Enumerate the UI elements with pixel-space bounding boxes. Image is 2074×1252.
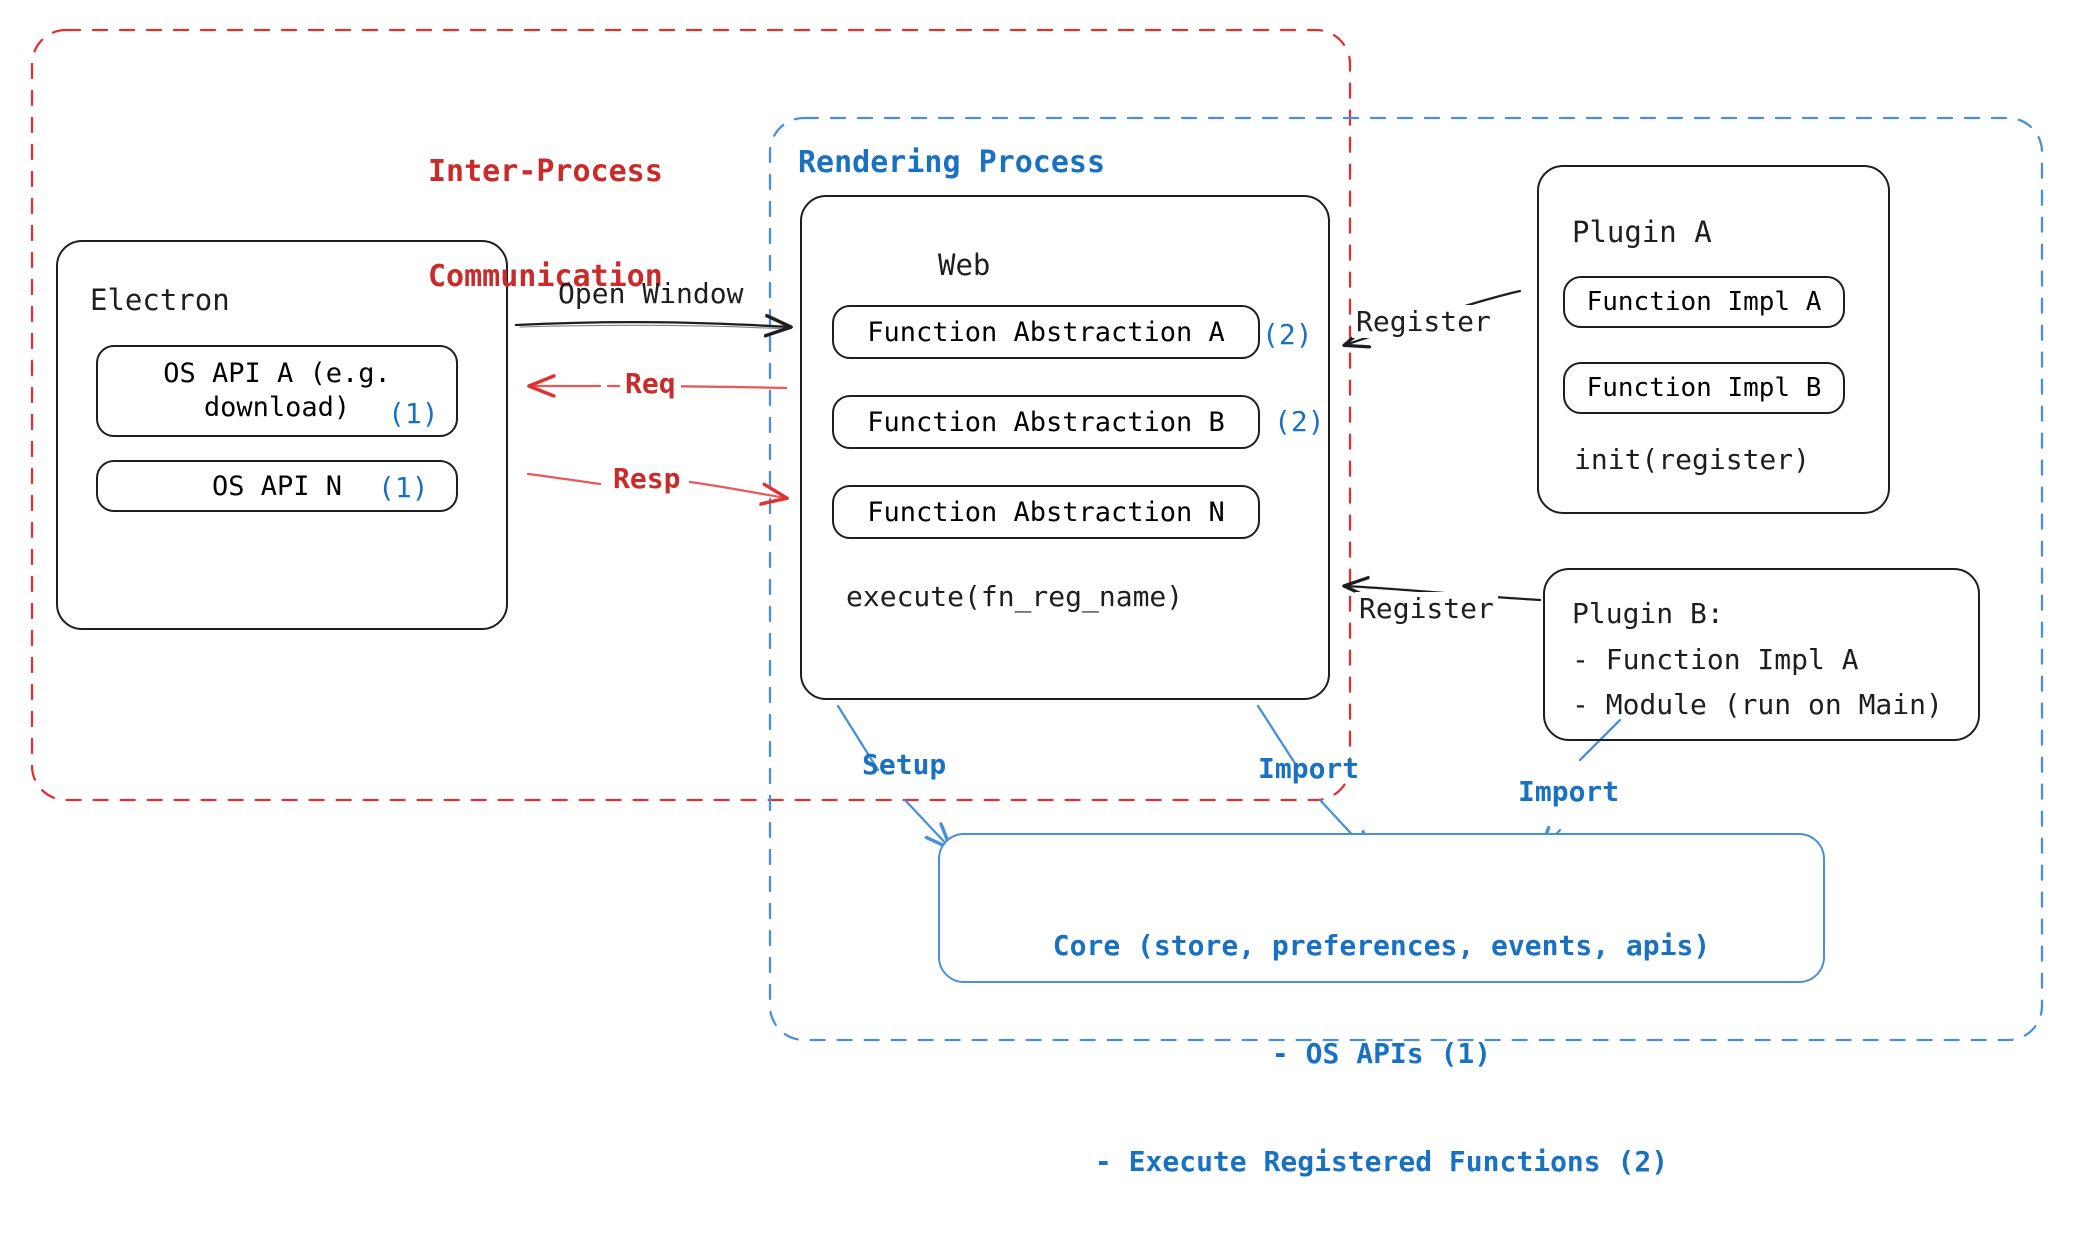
function-abstraction-a-label: Function Abstraction A [867,316,1225,348]
web-item-function-abstraction-b: Function Abstraction B [832,395,1260,449]
arrow-label-setup: Setup [862,748,947,781]
core-line-2: - OS APIs (1) [1271,1037,1492,1070]
os-api-a-line2: download) [203,392,351,423]
function-abstraction-n-label: Function Abstraction N [867,496,1225,528]
core-line-3: - Execute Registered Functions (2) [1094,1145,1669,1178]
function-impl-a-label: Function Impl A [1586,287,1822,317]
electron-title: Electron [90,283,230,317]
web-title: Web [938,248,991,282]
web-item-function-abstraction-a: Function Abstraction A [832,305,1260,359]
arrow-label-req: Req [620,367,681,400]
arrow-setup [836,704,950,848]
region-label-rendering-process: Rendering Process [798,145,1106,180]
ipc-label-line1: Inter-Process [428,154,663,189]
arrow-label-register-bottom: Register [1355,592,1498,625]
arrow-label-open-window: Open Window [558,277,744,310]
box-plugin-a [1537,165,1890,514]
box-core [938,833,1825,983]
box-electron [56,240,508,630]
os-api-n-label: OS API N [211,470,343,502]
plugin-a-item-function-impl-a: Function Impl A [1563,276,1845,328]
core-line-1: Core (store, preferences, events, apis) [1052,929,1711,962]
region-label-ipc: Inter-Process Communication [428,84,663,364]
arrow-open-window [514,322,790,329]
plugin-a-item-function-impl-b: Function Impl B [1563,362,1845,414]
os-api-a-marker: (1) [388,397,439,430]
arrow-label-resp: Resp [608,462,686,495]
plugin-b-title: Plugin B: [1572,597,1724,630]
region-inter-process-communication [30,28,1352,802]
arrow-label-import-web: Import [1258,752,1360,785]
plugin-a-footer-init: init(register) [1574,443,1811,476]
web-footer-execute: execute(fn_reg_name) [846,580,1184,613]
plugin-b-bullet-1: - Function Impl A [1572,643,1859,676]
arrow-label-import-plugin: Import [1518,775,1620,808]
function-abstraction-a-marker: (2) [1262,318,1313,351]
plugin-a-title: Plugin A [1572,215,1712,249]
function-abstraction-b-marker: (2) [1274,405,1325,438]
function-impl-b-label: Function Impl B [1586,373,1822,403]
box-web [800,195,1330,700]
function-abstraction-b-label: Function Abstraction B [867,406,1225,438]
region-rendering-process [768,116,2044,1042]
plugin-b-bullet-2: - Module (run on Main) [1572,688,1943,721]
electron-item-os-api-a: OS API A (e.g. download) [96,345,458,437]
os-api-n-marker: (1) [378,471,429,504]
web-item-function-abstraction-n: Function Abstraction N [832,485,1260,539]
ipc-label-line2: Communication [428,259,663,294]
os-api-a-label: OS API A (e.g. download) [163,357,391,425]
arrow-label-register-top: Register [1352,305,1495,338]
core-text: Core (store, preferences, events, apis) … [938,856,1825,1252]
arrow-resp [526,472,786,498]
box-plugin-b [1543,568,1980,741]
diagram-canvas: Inter-Process Communication Rendering Pr… [30,28,2044,1178]
electron-item-os-api-n: OS API N [96,460,458,512]
os-api-a-line1: OS API A (e.g. [163,358,391,389]
